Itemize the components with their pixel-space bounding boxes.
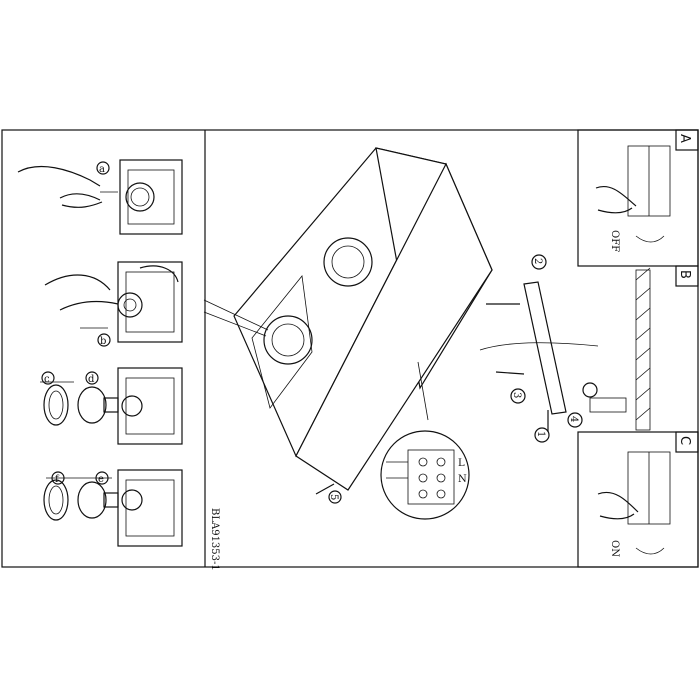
terminal-block-zoom: L N — [380, 430, 470, 520]
step-1-label: 1 — [535, 431, 546, 437]
step-a-label: a — [99, 164, 105, 175]
step-b-figure — [44, 261, 183, 343]
panel-b-label: B — [677, 270, 692, 279]
step-e-label: e — [98, 474, 104, 485]
switch-off-label: OFF — [609, 230, 620, 252]
step-ef-figure — [43, 469, 183, 547]
switch-on-label: ON — [609, 540, 620, 557]
step-a-figure — [17, 159, 183, 235]
panel-c: C ON — [577, 431, 699, 568]
terminal-n-label: N — [458, 474, 467, 485]
panel-b: B — [635, 265, 699, 431]
bracket-step-labels: 2 3 4 1 — [510, 254, 583, 443]
step-5-marker: 5 — [315, 483, 342, 504]
fixture-drawing — [203, 147, 493, 491]
step-b-label: b — [100, 336, 106, 347]
step-5-label: 5 — [328, 494, 339, 500]
step-3-label: 3 — [511, 392, 522, 398]
step-4-label: 4 — [568, 416, 579, 422]
panel-a-label: A — [677, 134, 692, 143]
sheet-frame — [1, 129, 699, 568]
step-c-label: c — [44, 374, 50, 385]
step-2-label: 2 — [532, 258, 543, 264]
step-f-label: f — [55, 474, 60, 485]
step-d-label: d — [88, 374, 95, 385]
step-labels: a b c d e f — [41, 161, 111, 485]
mounting-bracket — [479, 281, 627, 432]
terminal-l-label: L — [458, 458, 465, 469]
model-code: BLA91353-1 — [209, 508, 220, 571]
panel-c-label: C — [677, 436, 692, 445]
panel-a: A OFF — [577, 129, 699, 267]
step-cd-figure — [40, 367, 183, 445]
